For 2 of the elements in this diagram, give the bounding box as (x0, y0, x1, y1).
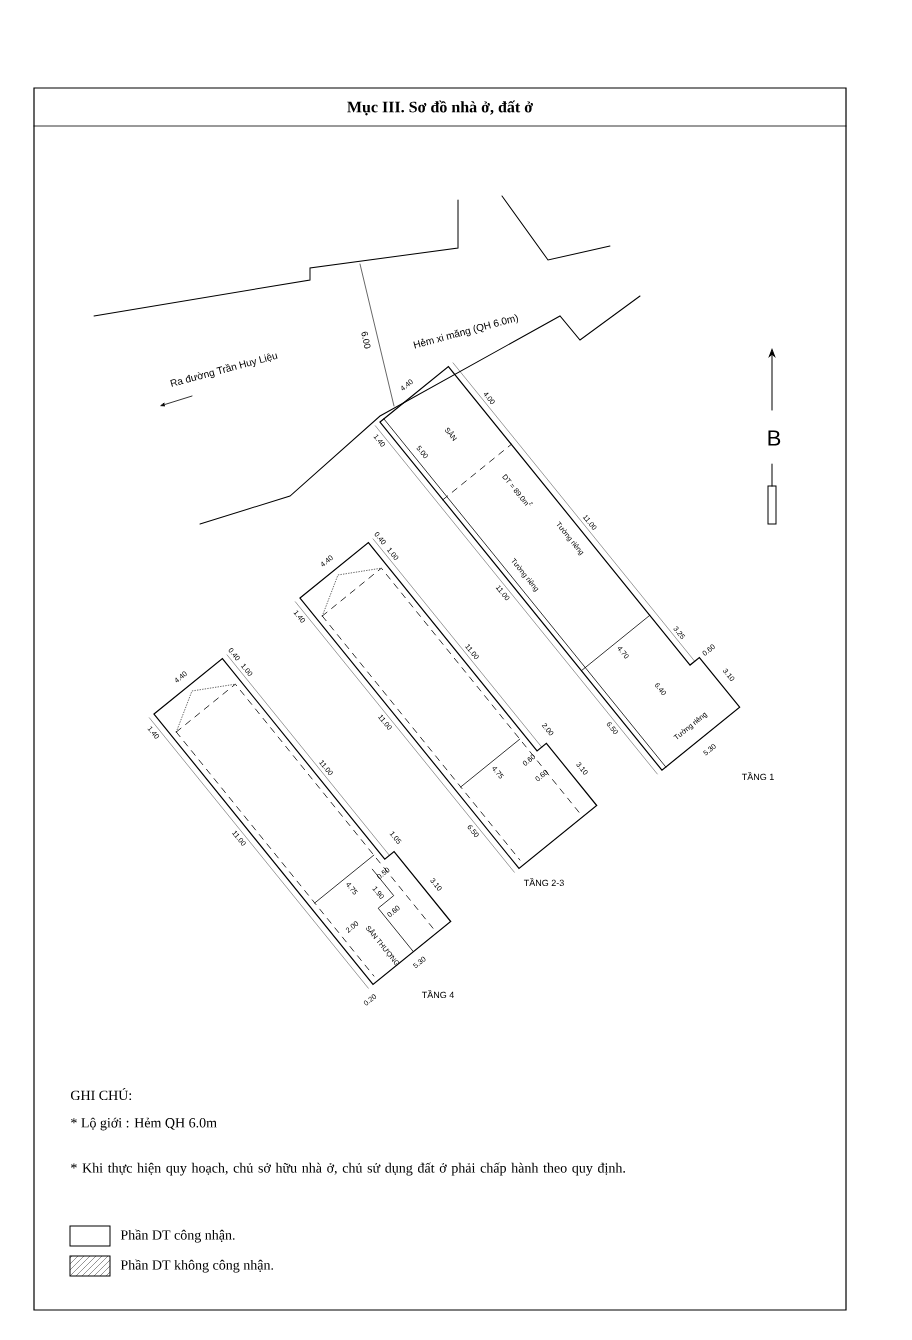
north-label: B (768, 430, 781, 446)
title: Mục III. Sơ đồ nhà ở, đất ở (347, 100, 533, 116)
